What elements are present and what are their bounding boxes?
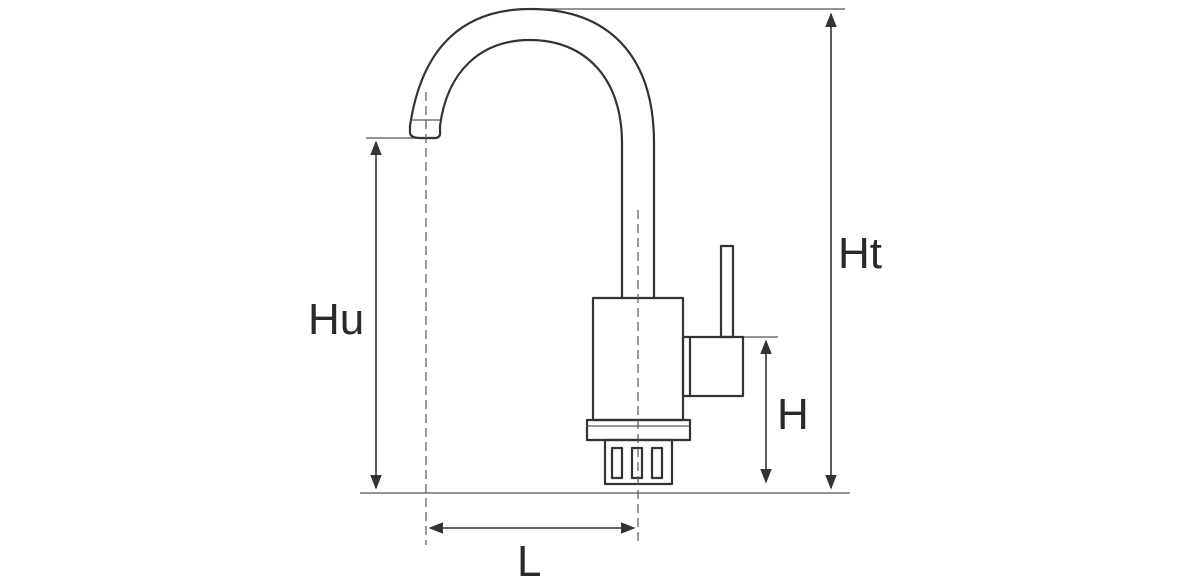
hu-label: Hu (308, 295, 364, 344)
h-label: H (777, 390, 809, 439)
l-label: L (517, 537, 541, 585)
ht-label: Ht (838, 229, 882, 278)
faucet-handle (681, 244, 745, 398)
faucet-spout (408, 7, 656, 300)
